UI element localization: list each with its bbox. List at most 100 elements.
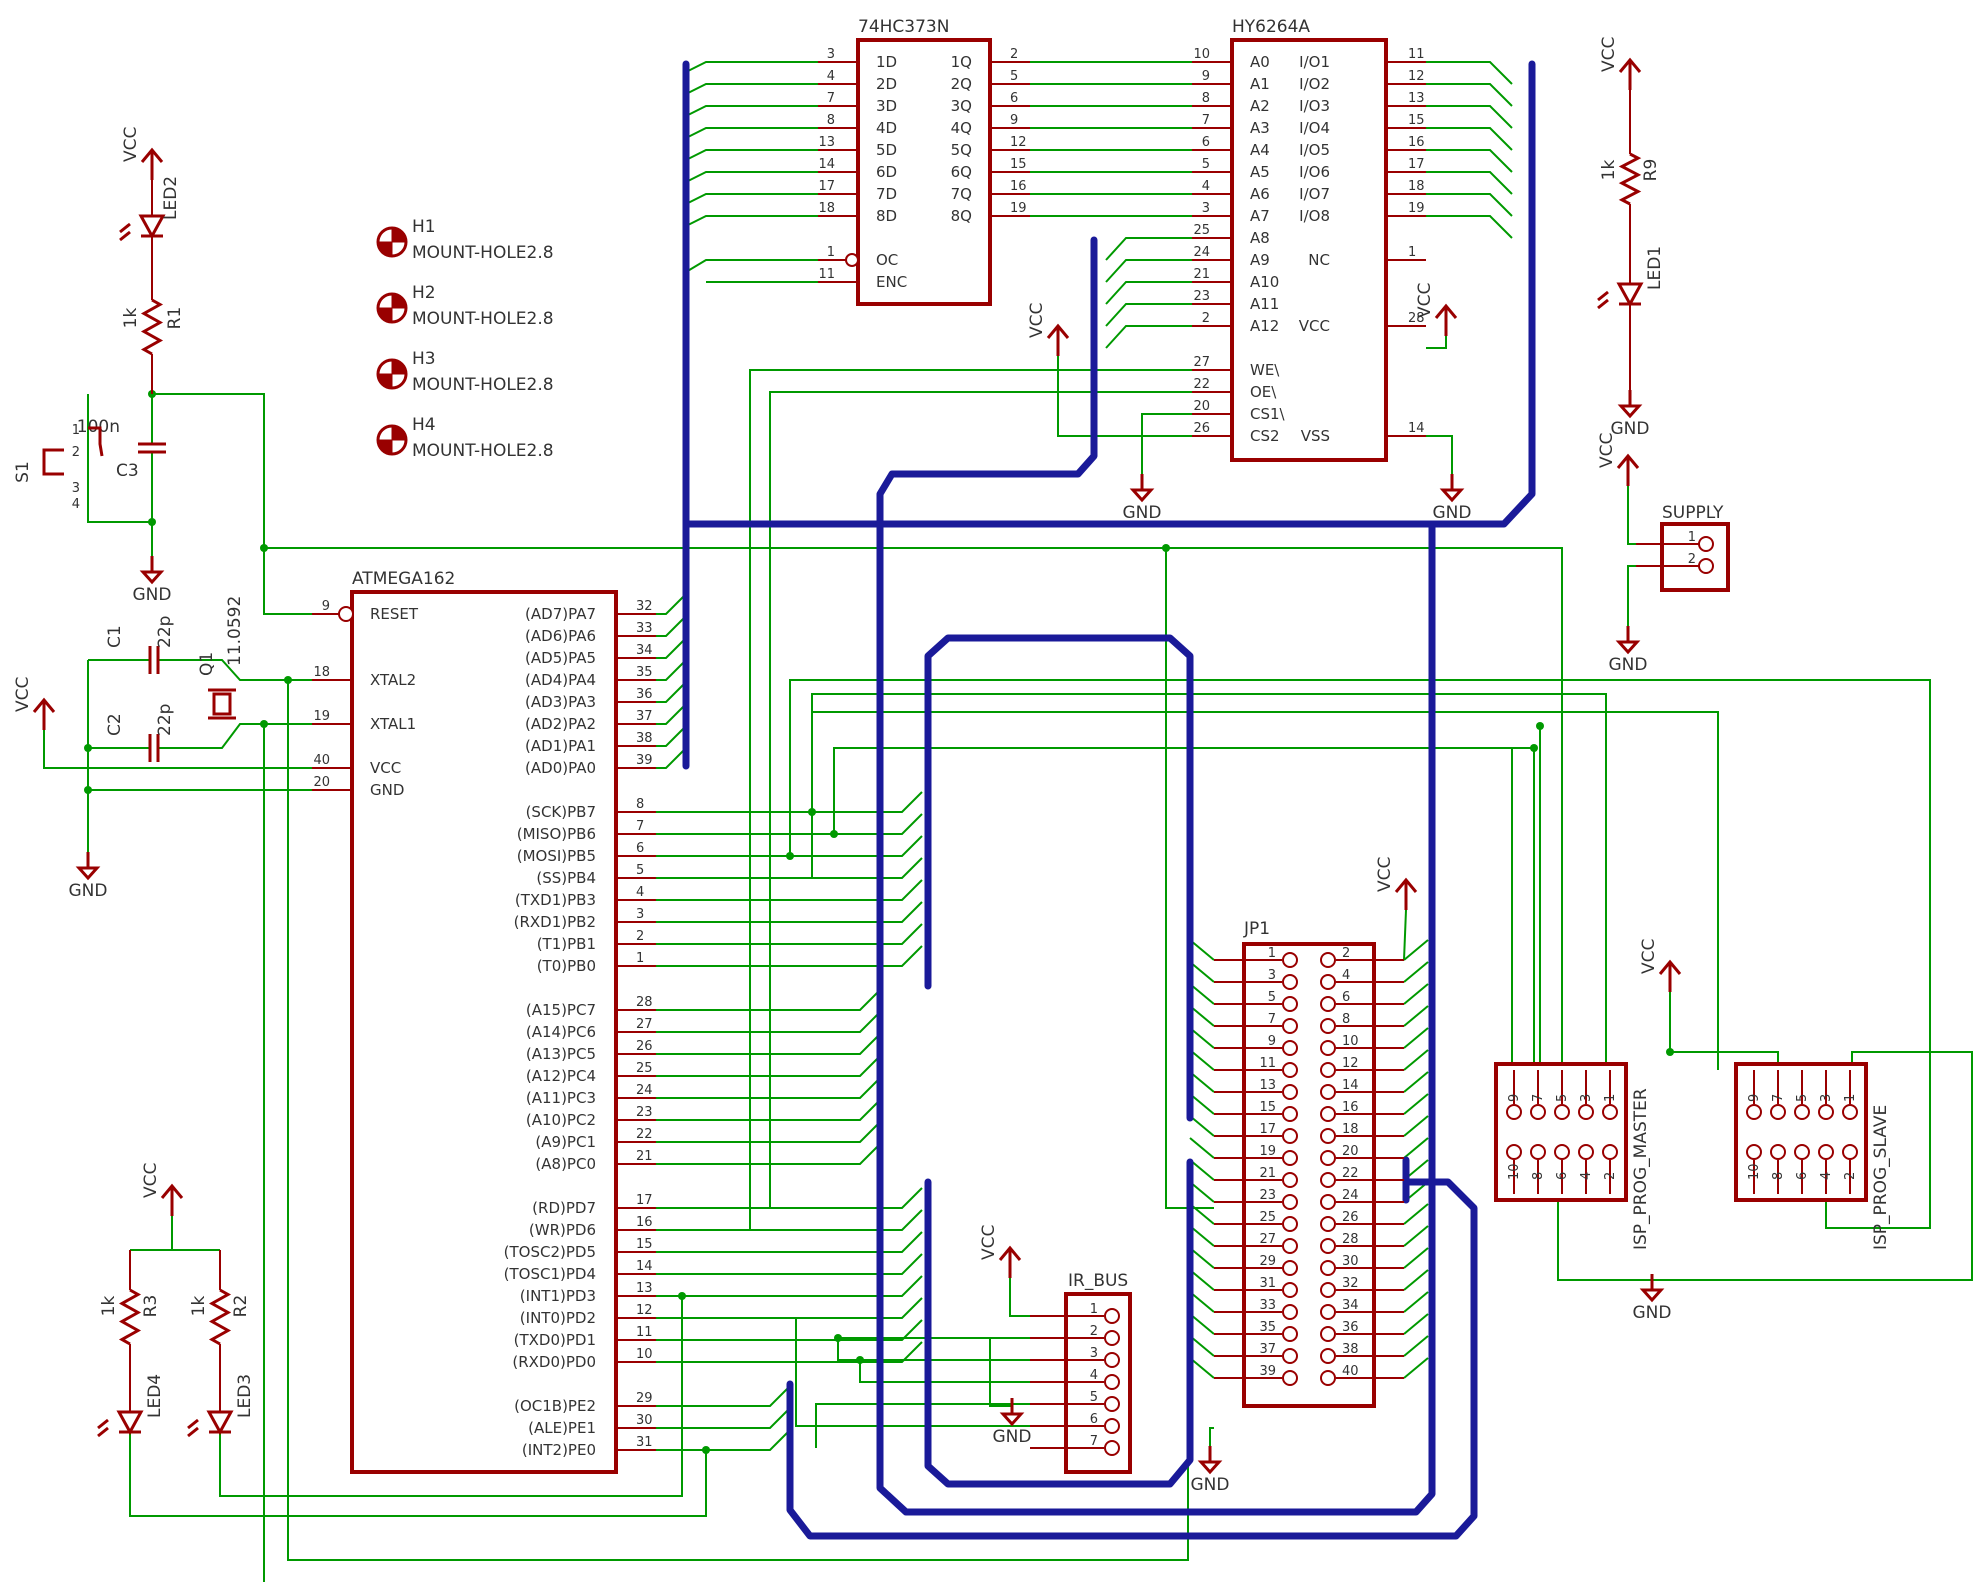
wire xyxy=(656,659,687,681)
latch-pin-num: 16 xyxy=(1010,179,1027,194)
wire xyxy=(769,391,1192,1208)
wire xyxy=(656,835,923,857)
wire xyxy=(1189,1137,1215,1159)
s1-pin-num: 1 xyxy=(72,423,80,438)
sram-pin-name: A0 xyxy=(1250,53,1270,71)
gnd-supply-label: GND xyxy=(1609,655,1648,675)
mcu-pin-num: 26 xyxy=(636,1039,653,1054)
mcu-pin-num: 15 xyxy=(636,1237,653,1252)
vcc-jp1-label: VCC xyxy=(1375,857,1395,892)
jp1-pin-num: 28 xyxy=(1342,1232,1359,1247)
wire xyxy=(656,1341,923,1363)
wire xyxy=(1403,1247,1429,1269)
jp1-pin-num: 26 xyxy=(1342,1210,1359,1225)
wire xyxy=(837,1337,1030,1361)
jp1-pin-num: 11 xyxy=(1259,1056,1276,1071)
mcu-pin-num: 40 xyxy=(313,753,330,768)
gnd-sram-cs-label: GND xyxy=(1123,503,1162,523)
latch-pin-name: 2D xyxy=(876,75,897,93)
jp1-pin-num: 21 xyxy=(1259,1166,1276,1181)
irbus-pin-num: 2 xyxy=(1090,1324,1098,1339)
jp1-pin-num: 16 xyxy=(1342,1100,1359,1115)
vcc-irbus-label: VCC xyxy=(979,1225,999,1260)
jp1-pin-num: 9 xyxy=(1268,1034,1276,1049)
mcu-pin-num: 12 xyxy=(636,1303,653,1318)
wire xyxy=(656,1317,1030,1427)
mcu-pin-name: (TXD0)PD1 xyxy=(514,1331,596,1349)
wire xyxy=(656,813,923,835)
wire xyxy=(789,679,1931,1229)
mcu-pin-num: 2 xyxy=(636,929,644,944)
mcu-pin-name: RESET xyxy=(370,605,419,623)
wire xyxy=(989,1337,1030,1407)
mcu-pin-num: 13 xyxy=(636,1281,653,1296)
jp1-pad xyxy=(1320,952,1336,968)
wire xyxy=(1403,1137,1429,1159)
gnd-sram-symbol xyxy=(1439,488,1465,503)
jp1-pad xyxy=(1320,1304,1336,1320)
jp1-pad xyxy=(1320,1326,1336,1342)
wire xyxy=(656,901,923,923)
isp-master-pin-num: 9 xyxy=(1507,1094,1522,1102)
mcu-pin-num: 18 xyxy=(313,665,330,680)
isp-slave-pin-num: 3 xyxy=(1819,1094,1834,1102)
jp1-pad xyxy=(1320,1084,1336,1100)
irbus-pad xyxy=(1104,1308,1120,1324)
mcu-pin-name: (AD2)PA2 xyxy=(525,715,596,733)
jp1-pad xyxy=(1282,1216,1298,1232)
wire xyxy=(656,681,687,703)
wire xyxy=(1189,1049,1215,1071)
latch-pin-num: 8 xyxy=(827,113,835,128)
sram-pin-num: 13 xyxy=(1408,91,1425,106)
isp-slave-pad xyxy=(1746,1144,1762,1160)
jp1-pad xyxy=(1320,974,1336,990)
jp1-pad xyxy=(1282,1106,1298,1122)
mcu-pin-name: (AD1)PA1 xyxy=(525,737,596,755)
vcc-leds-arrow xyxy=(160,1183,184,1199)
c3-name: C3 xyxy=(116,461,139,481)
latch-pin-num: 11 xyxy=(818,267,835,282)
mount-hole-icon-fill xyxy=(377,293,407,323)
wire xyxy=(656,703,687,725)
sram-pin-name: I/O6 xyxy=(1299,163,1330,181)
isp-slave-pin-num: 5 xyxy=(1795,1094,1810,1102)
sram-pin-name: A5 xyxy=(1250,163,1270,181)
jp1-pin-num: 19 xyxy=(1259,1144,1276,1159)
mcu-pin-num: 21 xyxy=(636,1149,653,1164)
wire xyxy=(1189,1027,1215,1049)
vcc-jp1-arrow xyxy=(1394,877,1418,893)
latch-name: 74HC373N xyxy=(858,17,949,37)
sram-pin-name: A12 xyxy=(1250,317,1279,335)
wire xyxy=(656,1099,881,1121)
q1-value: 11.0592 xyxy=(225,596,245,666)
irbus-pad xyxy=(1104,1330,1120,1346)
wire xyxy=(264,547,1563,1070)
latch-pin-name: 1Q xyxy=(951,53,972,71)
wire xyxy=(1189,1115,1215,1137)
sram-name: HY6264A xyxy=(1232,17,1310,37)
mcu-pin-num: 9 xyxy=(322,599,330,614)
wire xyxy=(685,83,818,95)
sram-pin-name: CS2 xyxy=(1250,427,1280,445)
mcu-pin-num: 16 xyxy=(636,1215,653,1230)
wire xyxy=(685,171,818,183)
latch-body xyxy=(856,38,992,306)
mcu-pin-name: (INT1)PD3 xyxy=(520,1287,596,1305)
wire xyxy=(685,215,818,227)
sram-pin-name: I/O2 xyxy=(1299,75,1330,93)
jp1-pad xyxy=(1320,996,1336,1012)
sram-pin-name: OE\ xyxy=(1250,383,1277,401)
wire xyxy=(656,1187,923,1209)
mcu-pin-name: (T0)PB0 xyxy=(537,957,596,975)
jp1-pin-num: 8 xyxy=(1342,1012,1350,1027)
isp-slave-pad xyxy=(1818,1144,1834,1160)
irbus-pad xyxy=(1104,1352,1120,1368)
wire xyxy=(1403,961,1429,983)
wire xyxy=(656,857,923,879)
isp-master-pin-num: 4 xyxy=(1579,1172,1594,1180)
irbus-name: IR_BUS xyxy=(1068,1271,1128,1291)
led2-rays xyxy=(119,222,131,242)
wire xyxy=(1189,1357,1215,1379)
